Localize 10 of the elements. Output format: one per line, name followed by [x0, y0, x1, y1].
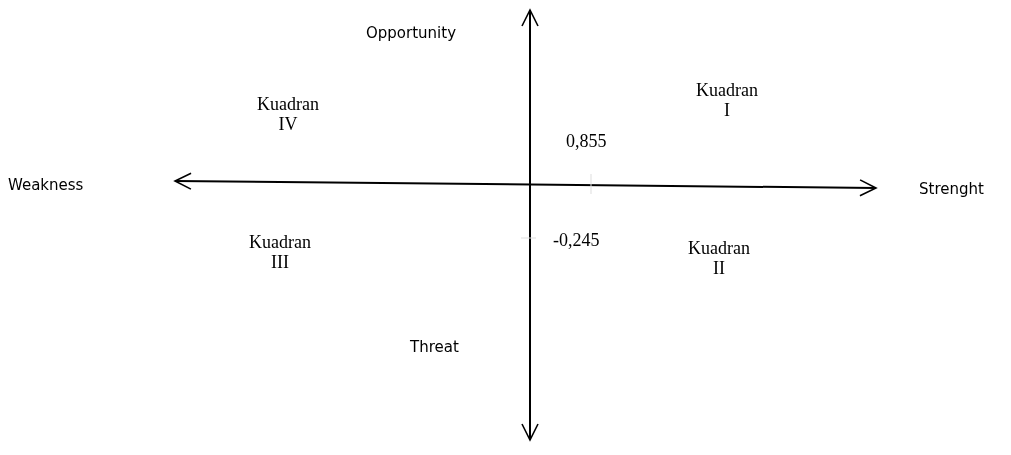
axis-label: Strenght: [919, 180, 984, 198]
value-label: -0,245: [553, 230, 600, 251]
quadrant-label: Kuadran IV: [256, 94, 320, 134]
axis-label: Threat: [410, 338, 459, 356]
axis-label: Opportunity: [366, 24, 456, 42]
axis-label: Weakness: [8, 176, 84, 194]
value-label: 0,855: [566, 131, 607, 152]
quadrant-label: Kuadran III: [248, 232, 312, 272]
quadrant-label: Kuadran II: [687, 238, 751, 278]
quadrant-label: Kuadran I: [695, 80, 759, 120]
